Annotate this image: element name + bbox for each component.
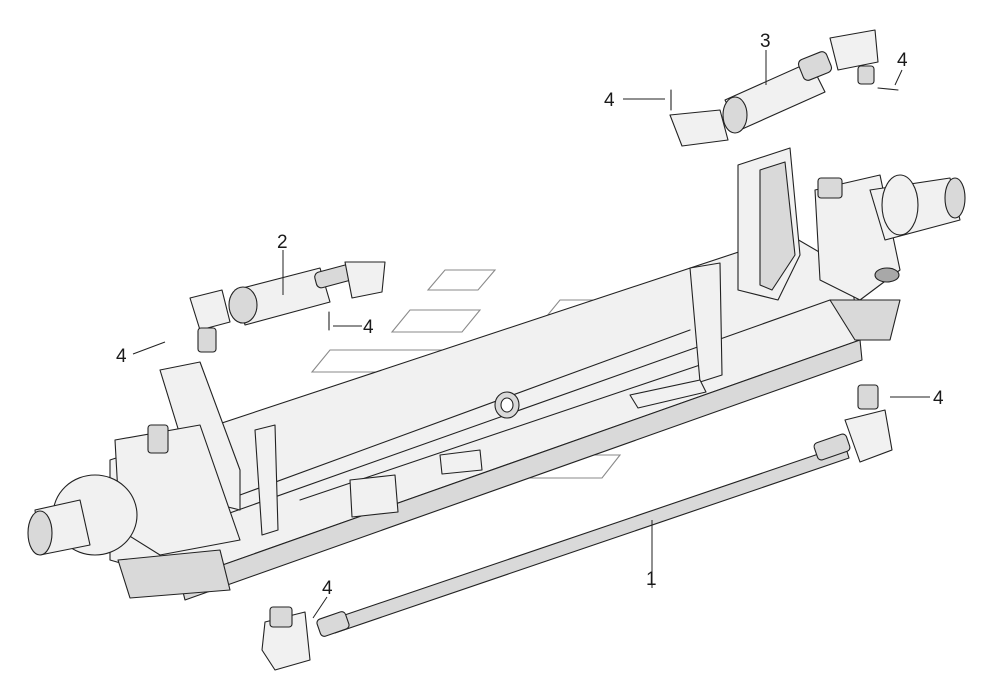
steering-damper-left (189, 261, 386, 353)
callout-labels: 1 2 3 4 4 4 4 4 4 (116, 31, 944, 599)
callout-1: 1 (646, 569, 657, 590)
callout-4-left: 4 (116, 346, 127, 367)
callout-4-bottom: 4 (322, 578, 333, 599)
callout-3: 3 (760, 31, 771, 52)
callout-4-top-left: 4 (604, 90, 615, 111)
tie-rod (261, 384, 893, 671)
callout-4-center: 4 (363, 317, 374, 338)
left-knuckle (27, 361, 483, 599)
callout-4-top-right: 4 (897, 50, 908, 71)
steering-damper-right (669, 29, 899, 147)
right-knuckle (629, 147, 966, 409)
callout-2: 2 (277, 232, 288, 253)
leader-lines (132, 50, 930, 619)
callout-4-right: 4 (933, 388, 944, 409)
